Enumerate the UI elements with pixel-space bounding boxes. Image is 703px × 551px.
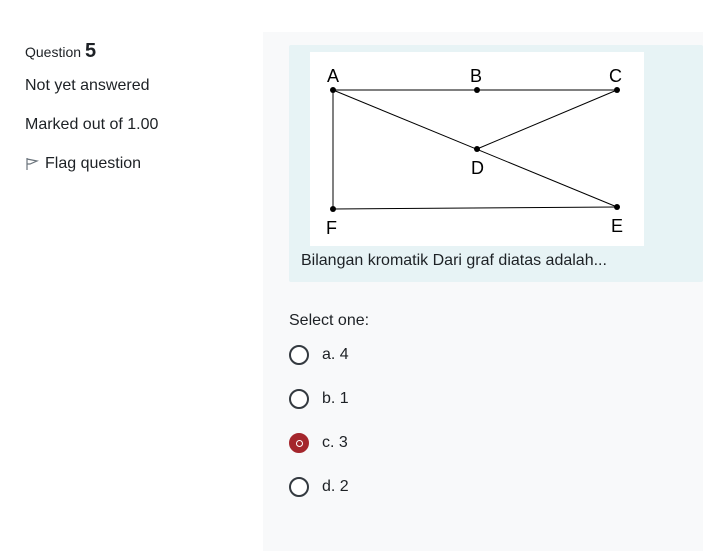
answer-option-d[interactable]: d. 2 <box>289 477 349 497</box>
flag-question-link[interactable]: Flag question <box>25 155 141 173</box>
graph-image: A B C D E F <box>310 52 644 246</box>
question-state: Not yet answered <box>25 77 150 94</box>
node-f-dot <box>330 206 336 212</box>
node-a-label: A <box>327 66 339 86</box>
answer-option-d-label[interactable]: d. 2 <box>322 478 349 495</box>
question-prefix: Question <box>25 44 82 60</box>
radio-c-checked[interactable] <box>289 433 309 453</box>
node-d-label: D <box>471 158 484 178</box>
answer-option-c[interactable]: c. 3 <box>289 433 348 453</box>
radio-a[interactable] <box>289 345 309 365</box>
edge-d-c <box>476 89 618 150</box>
node-d-dot <box>474 146 480 152</box>
flag-icon <box>26 158 39 170</box>
node-b-dot <box>474 87 480 93</box>
question-text: Bilangan kromatik Dari graf diatas adala… <box>301 252 607 269</box>
node-a-dot <box>330 87 336 93</box>
select-one-prompt: Select one: <box>289 312 370 329</box>
answer-option-a[interactable]: a. 4 <box>289 345 349 365</box>
answer-option-c-label[interactable]: c. 3 <box>322 434 348 451</box>
flag-question-label: Flag question <box>45 155 142 172</box>
node-c-dot <box>614 87 620 93</box>
answer-option-b[interactable]: b. 1 <box>289 389 349 409</box>
edge-f-e <box>332 206 618 210</box>
node-e-label: E <box>611 216 623 236</box>
radio-d[interactable] <box>289 477 309 497</box>
answer-option-a-label[interactable]: a. 4 <box>322 346 349 363</box>
radio-b[interactable] <box>289 389 309 409</box>
answer-option-b-label[interactable]: b. 1 <box>322 390 349 407</box>
node-f-label: F <box>326 218 337 238</box>
node-e-dot <box>614 204 620 210</box>
graph-svg: A B C D E F <box>326 66 623 238</box>
question-grade: Marked out of 1.00 <box>25 116 159 133</box>
node-b-label: B <box>470 66 482 86</box>
question-number-value: 5 <box>85 40 97 62</box>
node-c-label: C <box>609 66 622 86</box>
